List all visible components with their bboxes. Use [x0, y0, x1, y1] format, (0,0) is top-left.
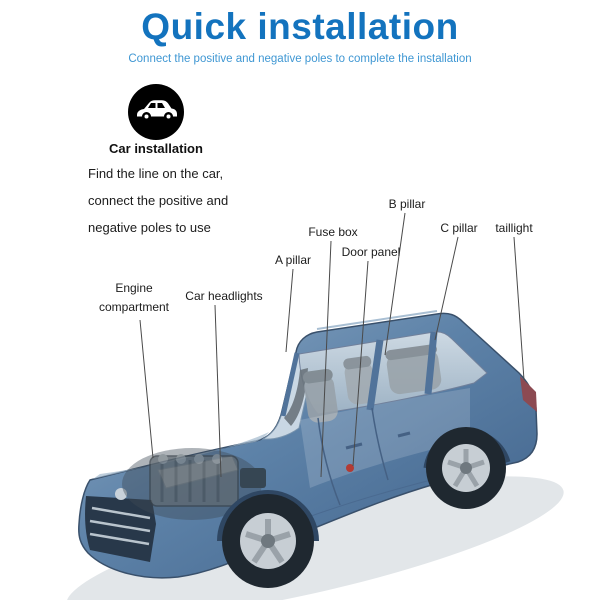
car-icon-glyph	[137, 100, 177, 121]
part-label-a-pillar: A pillar	[274, 253, 312, 267]
leader-line-c-pillar	[434, 236, 459, 341]
car-shadow	[66, 476, 564, 600]
instruction-line-3: negative poles to use	[88, 220, 211, 235]
instruction-text: Find the line on the car, connect the po…	[88, 160, 248, 241]
leader-line-car-headlights	[214, 304, 222, 478]
part-label-b-pillar: B pillar	[388, 197, 426, 211]
part-label-car-headlights: Car headlights	[185, 289, 263, 303]
leader-lines	[139, 212, 525, 478]
front-grille	[85, 488, 156, 562]
battery	[240, 468, 266, 488]
instruction-line-2: connect the positive and	[88, 193, 229, 208]
c-pillar-shape	[424, 331, 438, 395]
instruction-line-1: Find the line on the car,	[88, 166, 224, 181]
part-label-door-panel: Door panel	[341, 245, 401, 259]
page-subtitle: Connect the positive and negative poles …	[128, 53, 472, 65]
part-label-c-pillar: C pillar	[440, 221, 478, 235]
instruction-heading: Car installation	[109, 141, 203, 156]
front-wheel	[222, 494, 314, 588]
b-pillar-shape	[366, 339, 384, 411]
leader-line-taillight	[513, 236, 525, 381]
cutaway-sheen	[300, 388, 470, 488]
front-wheel-arch	[217, 490, 319, 542]
leader-line-b-pillar	[384, 212, 406, 356]
leader-line-door-panel	[352, 260, 369, 467]
a-pillar-shape	[280, 352, 300, 417]
hood-highlight	[93, 432, 269, 479]
taillight-shape	[520, 376, 537, 412]
leader-line-a-pillar	[285, 268, 294, 353]
rear-wheel	[426, 427, 506, 509]
dashboard	[284, 368, 308, 426]
engine-illustration	[122, 448, 266, 520]
part-label-taillight: taillight	[495, 221, 533, 235]
part-label-engine-compartment: Engine compartment	[98, 281, 170, 314]
part-label-fuse-box: Fuse box	[308, 225, 358, 239]
car-icon	[128, 84, 184, 140]
page-title: Quick installation	[141, 6, 459, 47]
leader-line-engine-compartment	[139, 319, 154, 459]
brand-logo	[115, 488, 127, 500]
leader-line-fuse-box	[320, 240, 332, 478]
roof-rail	[316, 310, 438, 330]
